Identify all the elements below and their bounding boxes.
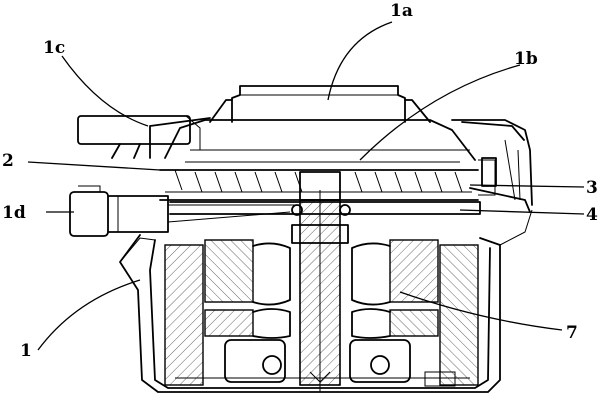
handle-1c — [77, 115, 201, 159]
label-1d: 1d — [2, 203, 26, 223]
label-1b: 1b — [514, 49, 538, 69]
label-1c: 1c — [43, 38, 65, 58]
reference-labels: 1a 1b 1c 2 1d 1 3 4 7 — [2, 1, 598, 361]
label-4: 4 — [586, 205, 598, 225]
motor-stator-left — [164, 239, 291, 386]
impeller — [159, 159, 496, 201]
inlet-pipe-1d — [69, 185, 300, 237]
label-1a: 1a — [390, 1, 413, 21]
label-2: 2 — [2, 151, 14, 171]
top-outlet — [209, 85, 431, 123]
label-3: 3 — [586, 178, 598, 198]
right-side-details — [481, 139, 521, 201]
label-1: 1 — [20, 341, 32, 361]
central-shaft — [291, 190, 349, 392]
bottom-components — [175, 339, 470, 387]
leader-lines — [27, 21, 585, 351]
upper-housing — [149, 117, 533, 206]
lower-housing — [119, 209, 533, 393]
label-7: 7 — [566, 323, 578, 343]
